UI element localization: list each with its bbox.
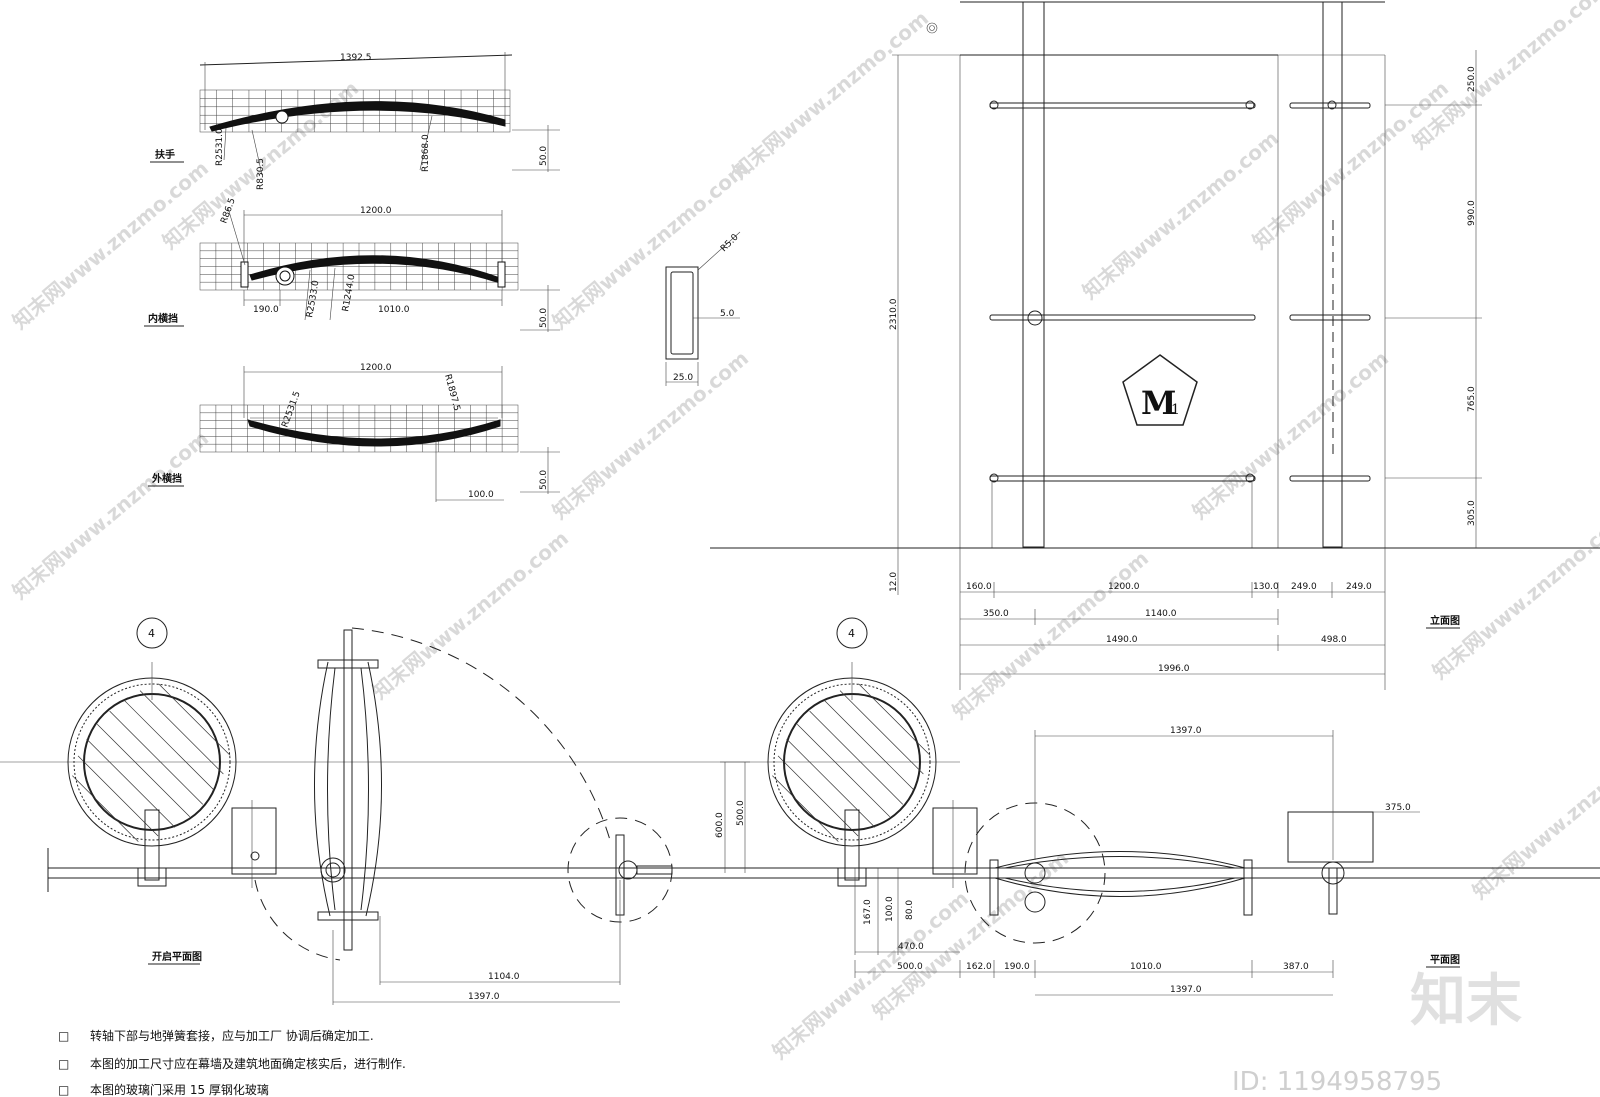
open-plan-label: 开启平面图 xyxy=(152,950,202,963)
inner-r3: R1244.0 xyxy=(341,273,357,312)
watermark-text: 知末网www.znzmo.com xyxy=(1428,506,1600,684)
elev-base: 12.0 xyxy=(889,572,899,592)
inner-height: 50.0 xyxy=(539,308,549,328)
handrail-r3: R1868.0 xyxy=(421,134,431,172)
axis-bubble-right: 4 xyxy=(848,627,855,640)
outer-height: 50.0 xyxy=(539,470,549,490)
plan-b3: 1397.0 xyxy=(1170,985,1202,995)
door-mark: M xyxy=(1141,384,1176,422)
watermark-text: 知末网www.znzmo.com xyxy=(1468,726,1600,904)
elev-r4: 1996.0 xyxy=(1158,664,1190,674)
note-bullet-2: □ xyxy=(58,1057,69,1071)
note-bullet-3: □ xyxy=(58,1083,69,1097)
note-1: 转轴下部与地弹簧套接，应与加工厂 协调后确定加工. xyxy=(90,1028,374,1043)
plan-side-dim: 375.0 xyxy=(1385,803,1411,813)
elev-r1-3: 249.0 xyxy=(1291,582,1317,592)
id-watermark: ID: 1194958795 xyxy=(1232,1067,1442,1097)
elev-v4: 305.0 xyxy=(1467,500,1477,526)
plan-label: 平面图 xyxy=(1430,954,1460,966)
section-width: 25.0 xyxy=(673,373,693,383)
outer-length: 1200.0 xyxy=(360,363,392,373)
column-hatch-right xyxy=(772,683,931,842)
watermark-text: 知末网www.znzmo.com xyxy=(548,346,753,524)
plan-b2-1: 162.0 xyxy=(966,962,992,972)
elev-r1-2: 130.0 xyxy=(1253,582,1279,592)
outer-bar-detail: 1200.0 R2531.5 R1897.5 100.0 50.0 外横挡 xyxy=(148,363,560,502)
note-3: 本图的玻璃门采用 15 厚钢化玻璃 xyxy=(90,1082,269,1097)
handrail-r1: R2531.0 xyxy=(215,128,225,166)
outer-r1: R2531.5 xyxy=(280,390,302,429)
watermark-text: 知末网www.znzmo.com xyxy=(1188,346,1393,524)
watermark-text: 知末网www.znzmo.com xyxy=(368,526,573,704)
outer-r2: R1897.5 xyxy=(442,373,461,412)
handrail-height: 50.0 xyxy=(539,146,549,166)
plan-b2-0: 500.0 xyxy=(897,962,923,972)
note-2: 本图的加工尺寸应在幕墙及建筑地面确定核实后，进行制作. xyxy=(90,1056,406,1071)
plan-v80: 80.0 xyxy=(905,900,915,920)
plan-top-dim: 1397.0 xyxy=(1170,726,1202,736)
section-thickness: 5.0 xyxy=(720,309,735,319)
elev-r3-1: 498.0 xyxy=(1321,635,1347,645)
plan-b2-3: 1010.0 xyxy=(1130,962,1162,972)
watermark-text: 知末网www.znzmo.com xyxy=(728,6,933,184)
elevation-label: 立面图 xyxy=(1430,614,1460,627)
inner-bar-label: 内横挡 xyxy=(148,312,178,325)
elevation-view: M 1 2310.0 12.0 250.0 990.0 765.0 305.0 … xyxy=(710,1,1600,690)
open-plan-view: 4 1104.0 1397.0 开启平面图 xyxy=(0,617,760,1005)
notes-block: □ 转轴下部与地弹簧套接，应与加工厂 协调后确定加工. □ 本图的加工尺寸应在幕… xyxy=(58,1028,406,1097)
watermark-text: 知末网www.znzmo.com xyxy=(1078,126,1283,304)
handrail-r2: R830.5 xyxy=(256,158,266,190)
plan-b2-2: 190.0 xyxy=(1004,962,1030,972)
elev-v2: 990.0 xyxy=(1467,200,1477,226)
elev-v1: 250.0 xyxy=(1467,66,1477,92)
brand-watermark: 知末 xyxy=(1410,969,1522,1034)
inner-a: 190.0 xyxy=(253,305,279,315)
door-mark-sub: 1 xyxy=(1171,402,1180,418)
inner-length: 1200.0 xyxy=(360,206,392,216)
plan-v167: 167.0 xyxy=(863,899,873,925)
section-radius: R5.0 xyxy=(719,232,741,254)
plan-b2-4: 387.0 xyxy=(1283,962,1309,972)
note-bullet-1: □ xyxy=(58,1029,69,1043)
elev-r1-4: 249.0 xyxy=(1346,582,1372,592)
inner-b: 1010.0 xyxy=(378,305,410,315)
plan-v100: 100.0 xyxy=(885,896,895,922)
outer-a: 100.0 xyxy=(468,490,494,500)
handrail-label: 扶手 xyxy=(155,148,175,161)
elev-r1-0: 160.0 xyxy=(966,582,992,592)
elev-r2-0: 350.0 xyxy=(983,609,1009,619)
inner-r2: R2533.0 xyxy=(305,279,321,318)
elev-total-height: 2310.0 xyxy=(889,298,899,330)
plan-v600: 600.0 xyxy=(715,812,725,838)
plan-view: 4 1397.0 375.0 600.0 500.0 167.0 xyxy=(715,617,1600,996)
open-plan-dim-a: 1104.0 xyxy=(488,972,520,982)
plan-b1: 470.0 xyxy=(898,942,924,952)
axis-bubble-left: 4 xyxy=(148,627,155,640)
elev-r3-0: 1490.0 xyxy=(1106,635,1138,645)
handrail-detail: 1392.5 R2531.0 R830.5 R1868.0 50.0 扶手 xyxy=(150,52,560,190)
watermark-text: 知末网www.znzmo.com xyxy=(8,426,213,604)
elev-r1-1: 1200.0 xyxy=(1108,582,1140,592)
elev-v3: 765.0 xyxy=(1467,386,1477,412)
outer-bar-label: 外横挡 xyxy=(151,472,182,485)
elev-r2-1: 1140.0 xyxy=(1145,609,1177,619)
plan-v500: 500.0 xyxy=(736,800,746,826)
open-plan-dim-b: 1397.0 xyxy=(468,992,500,1002)
handrail-length: 1392.5 xyxy=(340,53,372,63)
